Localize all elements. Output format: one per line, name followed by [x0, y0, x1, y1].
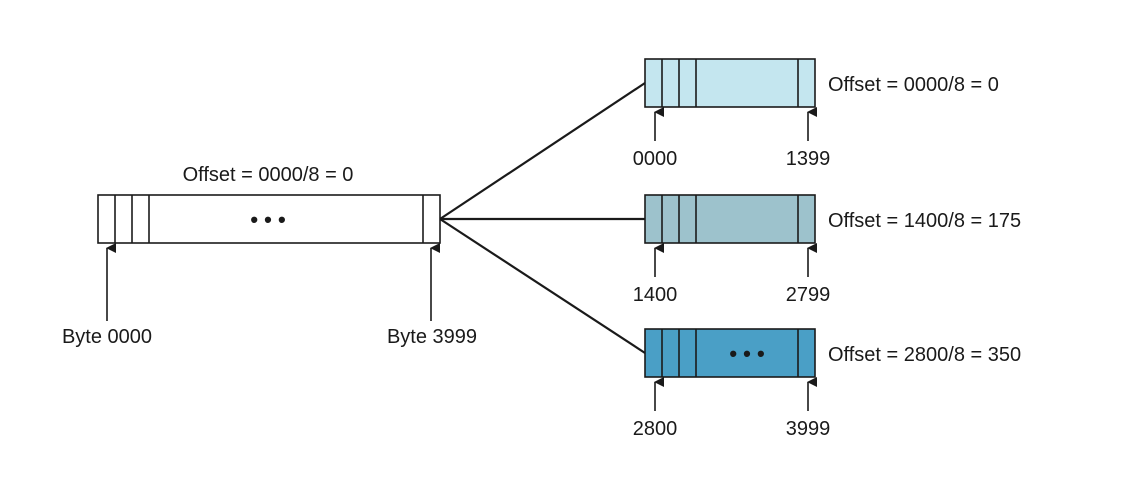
byte-end-label: Byte 3999	[387, 326, 477, 348]
fragment-ellipsis: • • •	[729, 341, 764, 366]
fragment-box	[644, 328, 816, 378]
fragment-box	[644, 58, 816, 108]
fragment-connectors	[439, 82, 646, 354]
connector-line-1	[439, 82, 646, 220]
fragment-start-label: 1400	[633, 284, 678, 306]
fragment-box	[644, 194, 816, 244]
original-offset-label: Offset = 0000/8 = 0	[183, 164, 354, 186]
fragment-end-label: 1399	[786, 148, 831, 170]
fragment-start-label: 2800	[633, 418, 678, 440]
original-datagram-box	[97, 194, 441, 244]
original-ellipsis: • • •	[250, 207, 285, 232]
fragment: Offset = 0000/8 = 0 0000 1399	[633, 58, 999, 170]
fragment-offset-label: Offset = 1400/8 = 175	[828, 210, 1021, 232]
fragment: • • • Offset = 2800/8 = 350 2800 3999	[633, 328, 1021, 440]
original-datagram: Offset = 0000/8 = 0 • • • Byte 0000 Byte…	[62, 164, 477, 348]
fragment-offset-label: Offset = 0000/8 = 0	[828, 74, 999, 96]
byte-start-label: Byte 0000	[62, 326, 152, 348]
fragment: Offset = 1400/8 = 175 1400 2799	[633, 194, 1021, 306]
fragment-offset-label: Offset = 2800/8 = 350	[828, 344, 1021, 366]
fragment-end-label: 2799	[786, 284, 831, 306]
fragment-end-label: 3999	[786, 418, 831, 440]
fragment-start-label: 0000	[633, 148, 678, 170]
connector-line-3	[439, 218, 646, 354]
